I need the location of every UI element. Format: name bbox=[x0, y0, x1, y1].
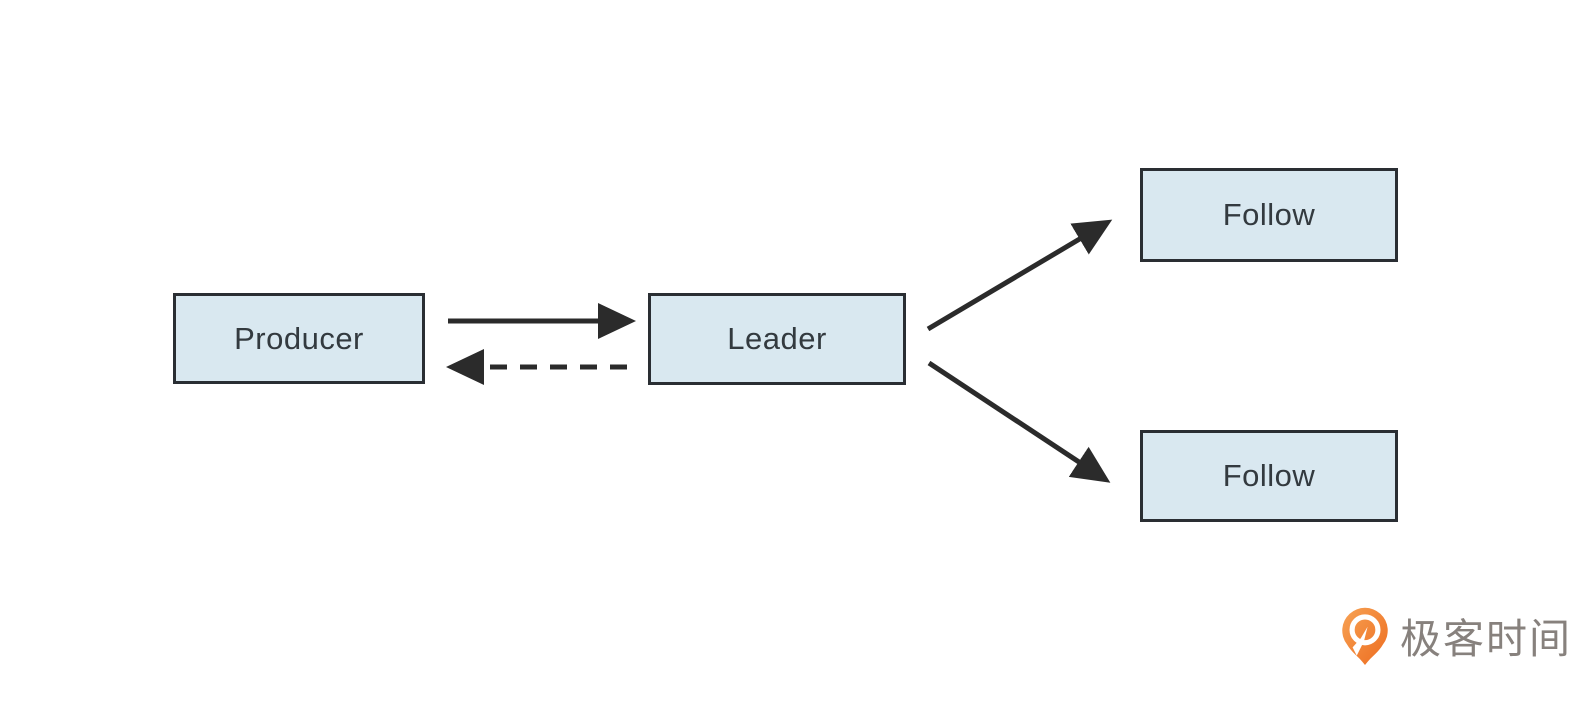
brand-logo: 极客时间 bbox=[1340, 600, 1572, 670]
node-follow-top-label: Follow bbox=[1222, 197, 1316, 232]
node-producer-label: Producer bbox=[234, 320, 364, 356]
node-follow-bottom: Follow bbox=[1140, 430, 1398, 522]
node-leader-label: Leader bbox=[727, 321, 827, 356]
brand-logo-text: 极客时间 bbox=[1400, 616, 1572, 662]
node-follow-top: Follow bbox=[1140, 168, 1398, 262]
node-leader: Leader bbox=[648, 293, 906, 385]
edge-leader-to-follow-top bbox=[926, 219, 1113, 332]
geektime-pin-icon bbox=[1342, 607, 1388, 665]
node-producer: Producer bbox=[173, 293, 425, 384]
node-follow-bottom-label: Follow bbox=[1222, 458, 1316, 493]
edge-leader-to-follow-bottom bbox=[927, 360, 1111, 483]
